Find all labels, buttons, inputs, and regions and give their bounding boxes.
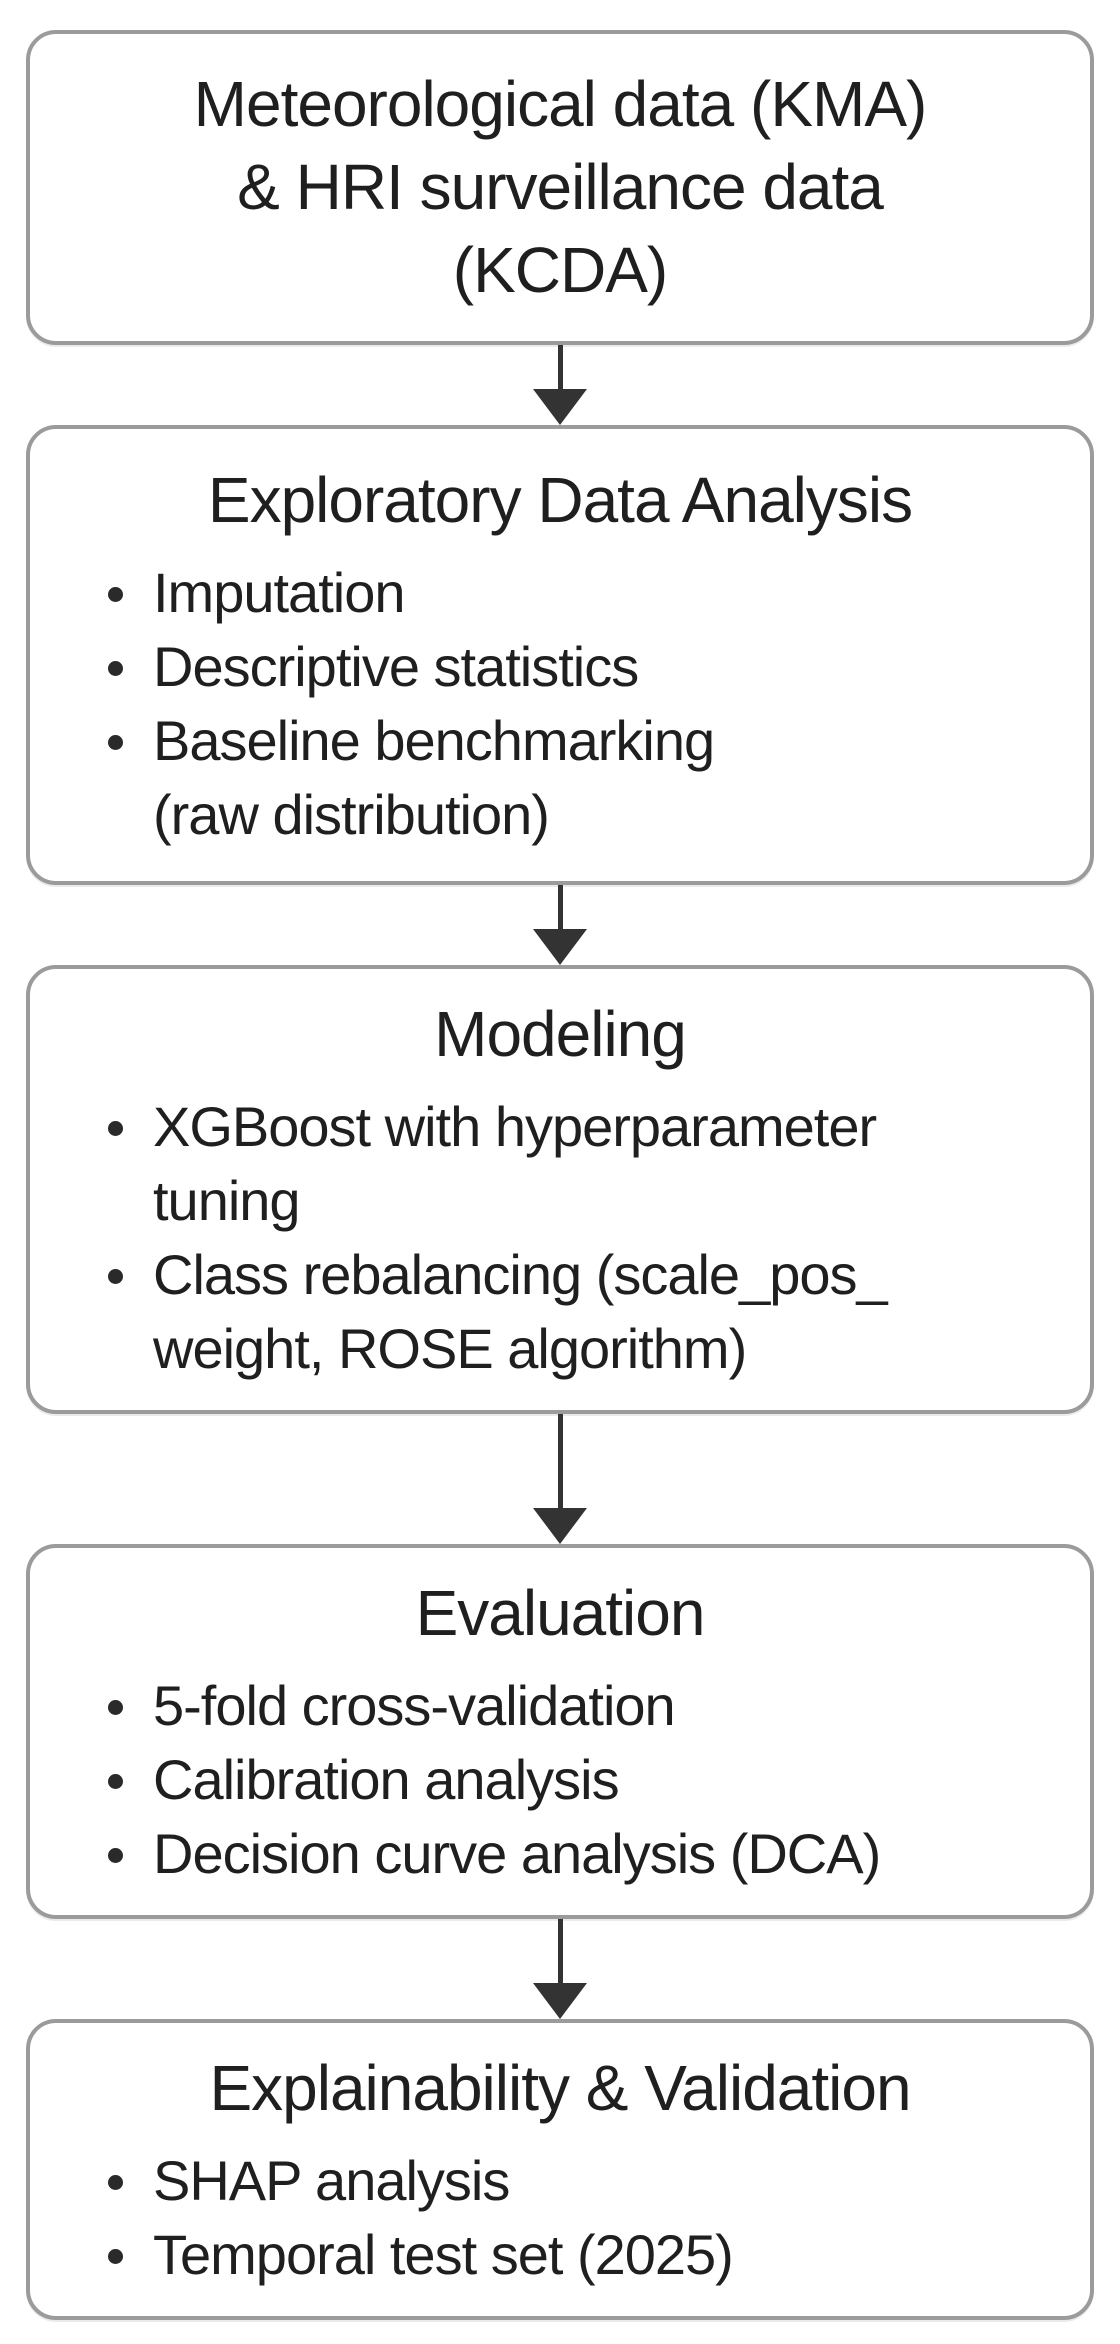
bullet-dot-icon xyxy=(108,1121,123,1137)
flow-box-data-sources: Meteorological data (KMA) & HRI surveill… xyxy=(26,30,1094,345)
arrow-shaft xyxy=(557,885,563,929)
arrow-head-icon xyxy=(533,929,587,965)
bullet-dot-icon xyxy=(108,2174,123,2190)
bullet-dot-icon xyxy=(108,660,123,676)
bullet-text: 5-fold cross-validation xyxy=(153,1674,676,1737)
bullet-dot-icon xyxy=(108,1847,123,1863)
bullet-text: XGBoost with hyperparameter tuning xyxy=(153,1095,877,1233)
box-title: Exploratory Data Analysis xyxy=(207,463,913,536)
bullet-item: Decision curve analysis (DCA) xyxy=(108,1817,1060,1891)
bullet-item: SHAP analysis xyxy=(108,2144,1060,2218)
bullet-text: Descriptive statistics xyxy=(153,634,639,698)
bullet-item: Baseline benchmarking (raw distribution) xyxy=(108,704,1060,852)
bullet-list: SHAP analysis Temporal test set (2025) xyxy=(60,2144,1060,2292)
bullet-list: XGBoost with hyperparameter tuning Class… xyxy=(60,1090,1060,1386)
down-arrow-icon xyxy=(530,1413,590,1544)
bullet-dot-icon xyxy=(108,586,123,602)
arrow-head-icon xyxy=(533,1982,587,2019)
down-arrow-icon xyxy=(530,1918,590,2019)
bullet-item: Descriptive statistics xyxy=(108,630,1060,704)
bullet-item: Calibration analysis xyxy=(108,1743,1060,1817)
arrow-head-icon xyxy=(533,1507,587,1544)
bullet-text: Baseline benchmarking (raw distribution) xyxy=(153,708,715,846)
bullet-item: 5-fold cross-validation xyxy=(108,1669,1060,1743)
bullet-dot-icon xyxy=(108,2248,123,2264)
bullet-list: 5-fold cross-validation Calibration anal… xyxy=(60,1669,1060,1891)
bullet-item: Temporal test set (2025) xyxy=(108,2218,1060,2292)
box-title: Evaluation xyxy=(415,1576,706,1649)
bullet-item: Imputation xyxy=(108,556,1060,630)
arrow-shaft xyxy=(557,1918,563,1983)
down-arrow-icon xyxy=(530,885,590,965)
bullet-text: Class rebalancing (scale_pos_ weight, RO… xyxy=(153,1243,888,1380)
bullet-text: Temporal test set (2025) xyxy=(153,2222,734,2286)
bullet-text: SHAP analysis xyxy=(153,2148,510,2212)
box-title: Explainability & Validation xyxy=(209,2051,911,2124)
flowchart: Meteorological data (KMA) & HRI surveill… xyxy=(26,30,1094,2320)
arrow-shaft xyxy=(557,345,563,389)
bullet-dot-icon xyxy=(108,1773,123,1789)
bullet-dot-icon xyxy=(108,1269,123,1284)
flow-box-modeling: Modeling XGBoost with hyperparameter tun… xyxy=(26,965,1094,1414)
arrow-head-icon xyxy=(533,389,587,425)
bullet-item: Class rebalancing (scale_pos_ weight, RO… xyxy=(108,1238,1060,1386)
bullet-text: Calibration analysis xyxy=(153,1747,620,1811)
flow-box-explainability-validation: Explainability & Validation SHAP analysi… xyxy=(26,2018,1094,2320)
bullet-item: XGBoost with hyperparameter tuning xyxy=(108,1090,1060,1238)
box-title: Modeling xyxy=(434,998,687,1070)
bullet-list: Imputation Descriptive statistics Baseli… xyxy=(60,556,1060,852)
box-title: Meteorological data (KMA) & HRI surveill… xyxy=(193,67,928,307)
bullet-text: Decision curve analysis (DCA) xyxy=(153,1821,881,1885)
arrow-shaft xyxy=(557,1413,563,1508)
bullet-dot-icon xyxy=(108,734,123,750)
bullet-dot-icon xyxy=(108,1700,123,1715)
down-arrow-icon xyxy=(530,345,590,425)
flow-box-exploratory-data-analysis: Exploratory Data Analysis Imputation Des… xyxy=(26,425,1094,885)
flow-box-evaluation: Evaluation 5-fold cross-validation Calib… xyxy=(26,1543,1094,1919)
bullet-text: Imputation xyxy=(153,560,405,624)
